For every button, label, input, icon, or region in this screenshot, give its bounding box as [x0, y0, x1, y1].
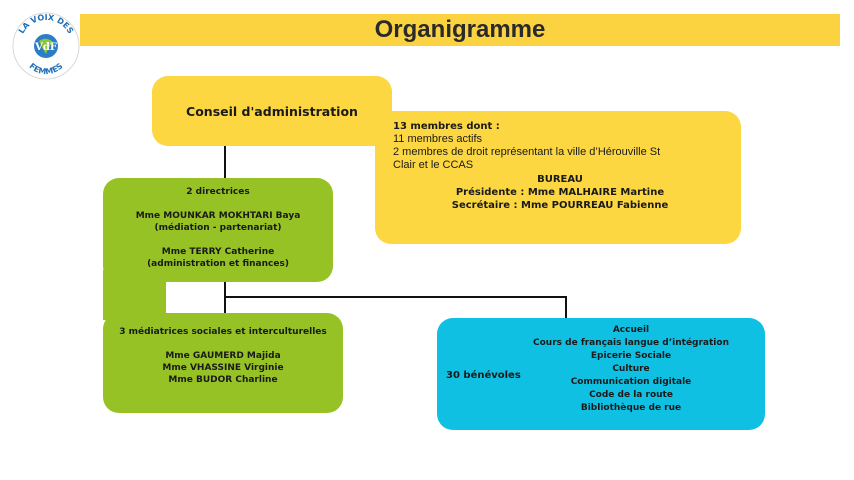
- mediatrices-box: 3 médiatrices sociales et interculturell…: [103, 313, 343, 413]
- connector-benevoles: [565, 296, 567, 318]
- mediatrice-3: Mme BUDOR Charline: [168, 375, 278, 385]
- title-band: Organigramme: [80, 14, 840, 46]
- page-title: Organigramme: [374, 16, 546, 43]
- list-item: Code de la route: [589, 390, 673, 400]
- secretaire-text: Secrétaire : Mme POURREAU Fabienne: [451, 200, 669, 211]
- membres-line1: 11 membres actifs: [393, 133, 483, 145]
- directrices-heading: 2 directrices: [186, 187, 250, 197]
- presidente-text: Présidente : Mme MALHAIRE Martine: [455, 187, 665, 198]
- svg-text:FEMMES: FEMMES: [27, 61, 64, 76]
- benevoles-list: Accueil Cours de français langue d’intég…: [497, 324, 765, 415]
- membres-line2: 2 membres de droit représentant la ville…: [393, 146, 661, 158]
- bureau-heading: BUREAU: [537, 174, 583, 185]
- mediatrice-2: Mme VHASSINE Virginie: [162, 363, 284, 373]
- mediatrice-1: Mme GAUMERD Majida: [165, 351, 281, 361]
- connector-horizontal: [224, 296, 567, 298]
- list-item: Bibliothèque de rue: [580, 403, 682, 413]
- connector-conseil-directrices: [224, 146, 226, 179]
- conseil-label: Conseil d'administration: [186, 103, 358, 119]
- mediatrices-heading: 3 médiatrices sociales et interculturell…: [119, 327, 327, 337]
- list-item: Cours de français langue d’intégration: [533, 338, 729, 348]
- conseil-box: Conseil d'administration: [152, 76, 392, 146]
- membres-heading: 13 membres dont :: [393, 121, 500, 132]
- membres-box: 13 membres dont : 11 membres actifs 2 me…: [375, 111, 741, 244]
- directrice-1-name: Mme MOUNKAR MOKHTARI Baya: [135, 211, 301, 221]
- benevoles-box: 30 bénévoles Accueil Cours de français l…: [437, 318, 765, 430]
- membres-line3: Clair et le CCAS: [393, 159, 474, 171]
- green-side-gap: [166, 282, 224, 313]
- directrice-2-role: (administration et finances): [147, 259, 289, 269]
- directrices-box: 2 directrices Mme MOUNKAR MOKHTARI Baya …: [103, 178, 333, 282]
- list-item: Epicerie Sociale: [590, 351, 672, 361]
- list-item: Culture: [612, 364, 650, 374]
- directrice-1-role: (médiation - partenariat): [154, 223, 282, 233]
- benevoles-lead: 30 bénévoles: [446, 370, 521, 381]
- logo-icon: LA VOIX DES FEMMES VdF: [12, 12, 80, 80]
- list-item: Communication digitale: [570, 377, 692, 387]
- list-item: Accueil: [612, 325, 650, 335]
- svg-text:VdF: VdF: [34, 42, 57, 53]
- directrice-2-name: Mme TERRY Catherine: [161, 247, 275, 257]
